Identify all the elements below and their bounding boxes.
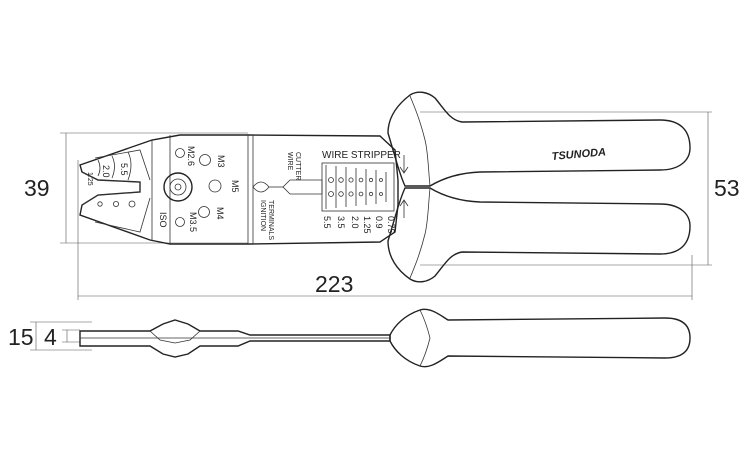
screw-label-iso: ISO	[158, 212, 168, 228]
blade-thickness-dimension: 4	[44, 324, 57, 350]
thickness-dimension: 15	[8, 324, 34, 350]
screw-label-m35: M3.5	[188, 212, 198, 232]
screw-label-m26: M2.6	[186, 146, 196, 166]
dimension-lines	[30, 111, 712, 351]
wire-cutter-label: CUTTER	[294, 152, 301, 180]
crimp-size-label: 2.0	[101, 165, 111, 178]
wire-cutter-label: WIRE	[286, 152, 293, 171]
stripper-gauge-label: 5.5	[322, 216, 332, 229]
ignition-terminals-label: TERMINALS	[267, 200, 274, 240]
screw-label-m3: M3	[216, 155, 226, 168]
crimp-size-label: 1.25	[86, 172, 93, 186]
pliers-top-view	[79, 91, 691, 283]
screw-label-m5: M5	[230, 180, 240, 193]
ignition-terminals-label: IGNITION	[259, 200, 266, 231]
height-dimension: 39	[24, 175, 50, 201]
pliers-side-view	[79, 308, 691, 368]
stripper-gauge-label: 3.5	[336, 216, 346, 229]
stripper-gauge-label: 0.9	[374, 216, 384, 229]
stripper-gauge-label: 2.0	[350, 216, 360, 229]
length-dimension: 223	[315, 271, 353, 297]
wire-stripper-title: WIRE STRIPPER	[322, 150, 401, 161]
stripper-gauge-label: 1.25	[362, 216, 372, 234]
stripper-gauge-label: 0.75	[386, 216, 396, 234]
crimp-size-label: 5.5	[119, 163, 129, 176]
screw-label-m4: M4	[215, 207, 225, 220]
brand-logo-text: TSUNODA	[551, 146, 606, 163]
total-height-dimension: 53	[714, 175, 740, 201]
